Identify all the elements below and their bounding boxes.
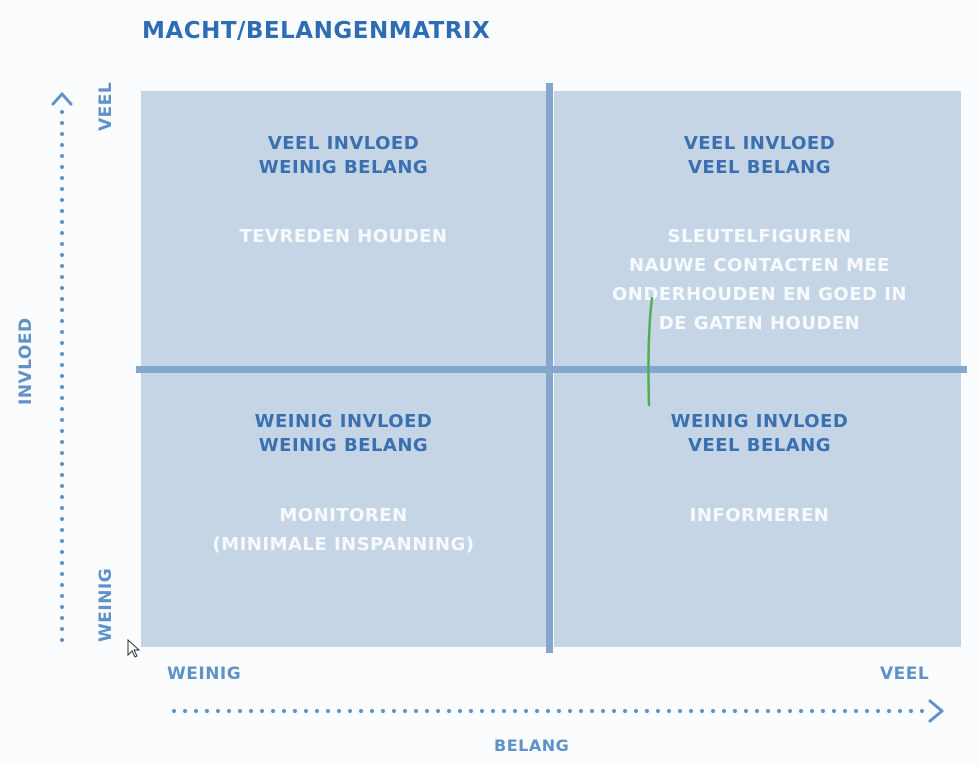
y-axis-arrow-head (51, 92, 73, 106)
quadrant-top-left-heading: VEEL INVLOED WEINIG BELANG (141, 132, 546, 180)
mouse-cursor-icon (127, 638, 141, 658)
quadrant-bottom-left-heading: WEINIG INVLOED WEINIG BELANG (141, 410, 546, 458)
x-axis-low-label: WEINIG (167, 664, 242, 684)
quadrant-top-right-heading: VEEL INVLOED VEEL BELANG (557, 132, 962, 180)
quadrant-top-left-head-2: WEINIG BELANG (258, 157, 429, 178)
quadrant-bottom-left-head-1: WEINIG INVLOED (254, 411, 433, 432)
quadrant-top-left-body: TEVREDEN HOUDEN (141, 222, 546, 251)
quadrant-top-left-head-1: VEEL INVLOED (267, 133, 420, 154)
quadrant-top-right-body-line: SLEUTELFIGUREN (667, 226, 852, 247)
quadrant-bottom-left-body: MONITOREN (MINIMALE INSPANNING) (141, 501, 546, 559)
quadrant-top-left (141, 91, 546, 366)
quadrant-top-right-head-2: VEEL BELANG (687, 157, 831, 178)
quadrant-bottom-left-head-2: WEINIG BELANG (258, 435, 429, 456)
quadrant-bottom-left (141, 373, 546, 647)
quadrant-top-right-head-1: VEEL INVLOED (683, 133, 836, 154)
quadrant-bottom-left-body-line: (MINIMALE INSPANNING) (212, 534, 475, 555)
quadrant-bottom-right-heading: WEINIG INVLOED VEEL BELANG (557, 410, 962, 458)
y-axis-low-label: WEINIG (96, 567, 116, 642)
page-title: MACHT/BELANGENMATRIX (142, 18, 491, 44)
y-axis-high-label: VEEL (96, 81, 116, 131)
quadrant-bottom-right (554, 373, 961, 647)
x-axis-title: BELANG (494, 736, 570, 755)
quadrant-top-right (554, 91, 961, 366)
quadrant-top-right-body-line: ONDERHOUDEN EN GOED IN (612, 284, 907, 305)
quadrant-bottom-right-body: INFORMEREN (557, 501, 962, 530)
quadrant-top-left-body-line: TEVREDEN HOUDEN (239, 226, 448, 247)
quadrant-bottom-right-head-2: VEEL BELANG (687, 435, 831, 456)
quadrant-bottom-right-head-1: WEINIG INVLOED (670, 411, 849, 432)
x-axis-high-label: VEEL (880, 664, 930, 684)
x-axis-arrow-head (928, 699, 944, 723)
annotation-stroke (647, 296, 654, 407)
quadrant-top-right-body-line: DE GATEN HOUDEN (658, 313, 861, 334)
horizontal-divider (136, 366, 967, 373)
quadrant-top-right-body: SLEUTELFIGUREN NAUWE CONTACTEN MEE ONDER… (557, 222, 962, 338)
quadrant-bottom-right-body-line: INFORMEREN (689, 505, 830, 526)
quadrant-top-right-body-line: NAUWE CONTACTEN MEE (629, 255, 890, 276)
quadrant-bottom-left-body-line: MONITOREN (279, 505, 408, 526)
y-axis-title: INVLOED (16, 317, 36, 405)
